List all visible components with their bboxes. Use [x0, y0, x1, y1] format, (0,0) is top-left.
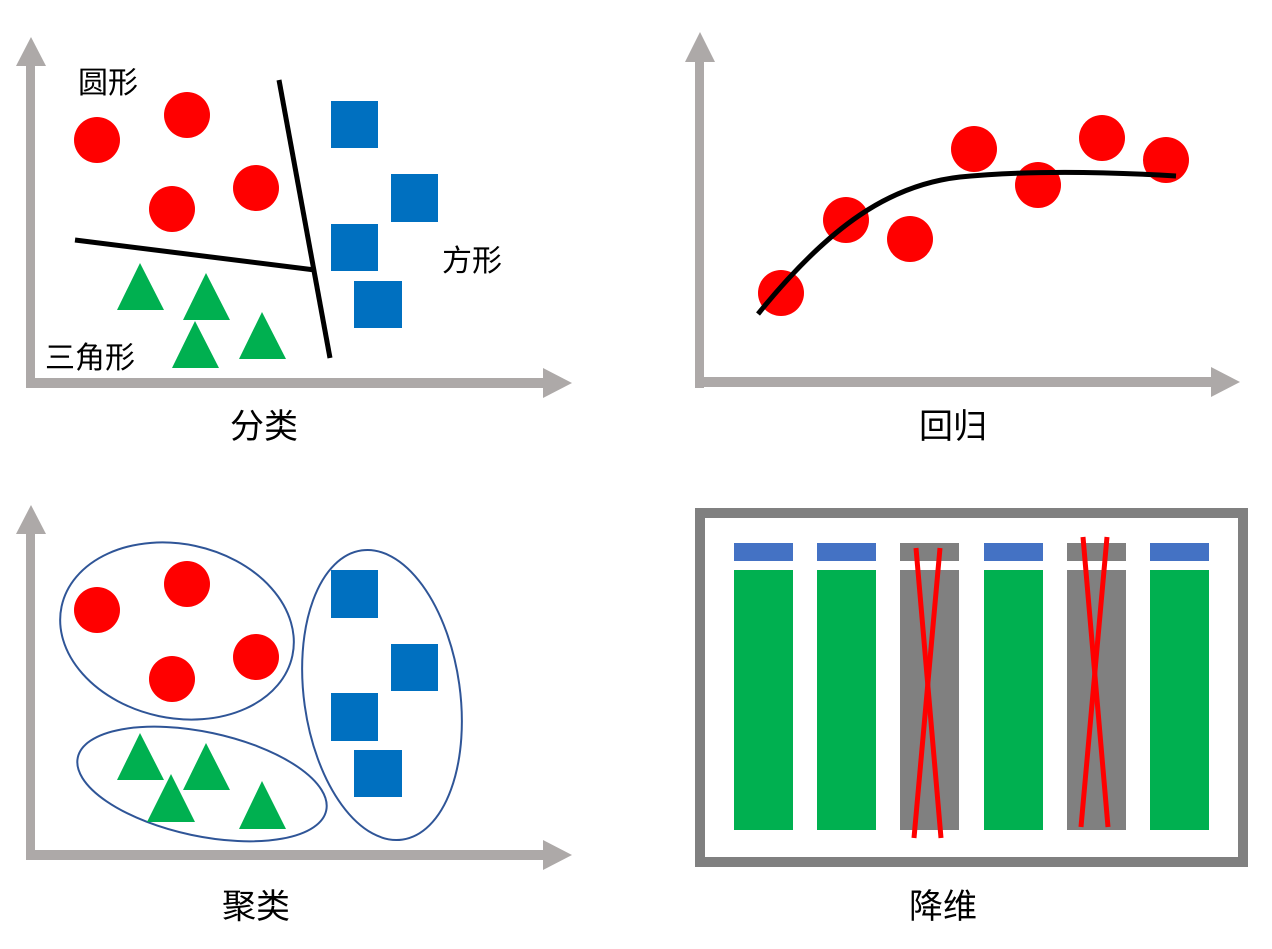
caption-regression: 回归: [919, 407, 987, 447]
feature-body: [984, 570, 1043, 830]
feature-columns: [734, 536, 1209, 839]
square-point: [331, 101, 378, 148]
regression-points: [758, 115, 1189, 316]
label-square: 方形: [442, 244, 502, 279]
square-point: [331, 570, 378, 618]
cluster-outline-squares: [301, 549, 463, 841]
y-axis-arrowhead: [685, 32, 715, 62]
decision-boundary-horizontal: [74, 237, 316, 273]
feature-body: [1150, 570, 1209, 830]
triangle-point: [147, 774, 195, 822]
square-point: [391, 174, 438, 222]
clustering-panel: 聚类: [16, 505, 572, 927]
cluster-squares: [331, 570, 438, 797]
data-point: [887, 216, 933, 262]
circle-point: [164, 92, 210, 138]
data-point: [951, 126, 997, 172]
class-triangles: [117, 263, 286, 368]
cluster-triangles: [117, 733, 286, 829]
x-axis-shaft: [31, 850, 545, 860]
class-circles: [74, 92, 279, 232]
data-point: [1015, 162, 1061, 208]
class-squares: [331, 101, 438, 328]
feature-column-kept: [984, 543, 1043, 830]
feature-header: [1067, 543, 1126, 561]
caption-clustering: 聚类: [222, 887, 290, 927]
caption-classification: 分类: [230, 407, 298, 447]
caption-dimensionality-reduction: 降维: [909, 887, 977, 927]
triangle-point: [183, 273, 230, 320]
circle-point: [74, 587, 120, 633]
x-axis-arrowhead: [543, 368, 572, 398]
clustering-axes: [16, 505, 572, 870]
y-axis-arrowhead: [16, 505, 46, 534]
feature-column-kept: [1150, 543, 1209, 830]
feature-body: [817, 570, 876, 830]
cluster-circles: [74, 561, 279, 702]
triangle-point: [239, 312, 286, 359]
y-axis-arrowhead: [16, 37, 46, 66]
circle-point: [74, 117, 120, 163]
feature-column-removed: [900, 543, 959, 839]
square-point: [354, 750, 402, 797]
feature-column-kept: [734, 543, 793, 830]
y-axis-shaft: [695, 62, 704, 388]
triangle-point: [183, 743, 230, 790]
decision-boundary-vertical: [276, 79, 333, 359]
regression-axes: [685, 32, 1240, 397]
label-circle: 圆形: [78, 66, 138, 101]
circle-point: [149, 656, 195, 702]
x-axis-shaft: [31, 378, 545, 388]
circle-point: [164, 561, 210, 607]
triangle-point: [117, 733, 164, 780]
feature-header: [1150, 543, 1209, 561]
data-point: [1143, 137, 1189, 183]
classification-axes: [16, 37, 572, 398]
data-point: [758, 270, 804, 316]
data-point: [1079, 115, 1125, 161]
circle-point: [149, 186, 195, 232]
triangle-point: [172, 321, 219, 368]
x-axis-arrowhead: [543, 840, 572, 870]
classification-panel: 圆形 方形 三角形 分类: [16, 37, 572, 447]
regression-panel: 回归: [685, 32, 1240, 447]
x-axis-arrowhead: [1211, 367, 1240, 397]
feature-frame: [695, 508, 1248, 867]
feature-body: [734, 570, 793, 830]
square-point: [331, 693, 378, 741]
triangle-point: [239, 781, 286, 829]
feature-column-removed: [1067, 536, 1126, 830]
label-triangle: 三角形: [45, 341, 135, 376]
cluster-outline-triangles: [76, 725, 328, 843]
decision-boundaries: [74, 79, 333, 359]
x-axis-shaft: [700, 377, 1213, 387]
triangle-point: [117, 263, 164, 310]
square-point: [391, 644, 438, 691]
feature-header: [734, 543, 793, 561]
circle-point: [233, 165, 279, 211]
regression-curve: [756, 169, 1177, 316]
circle-point: [233, 634, 279, 680]
y-axis-shaft: [26, 534, 35, 860]
feature-header: [984, 543, 1043, 561]
feature-header: [900, 543, 959, 561]
cross-out-line: [911, 547, 943, 839]
square-point: [331, 224, 378, 271]
dimensionality-reduction-panel: 降维: [695, 508, 1248, 927]
feature-column-kept: [817, 543, 876, 830]
feature-header: [817, 543, 876, 561]
y-axis-shaft: [26, 64, 35, 388]
cross-out-line: [1078, 536, 1110, 828]
cluster-outline-circles: [59, 541, 295, 721]
square-point: [354, 281, 402, 328]
